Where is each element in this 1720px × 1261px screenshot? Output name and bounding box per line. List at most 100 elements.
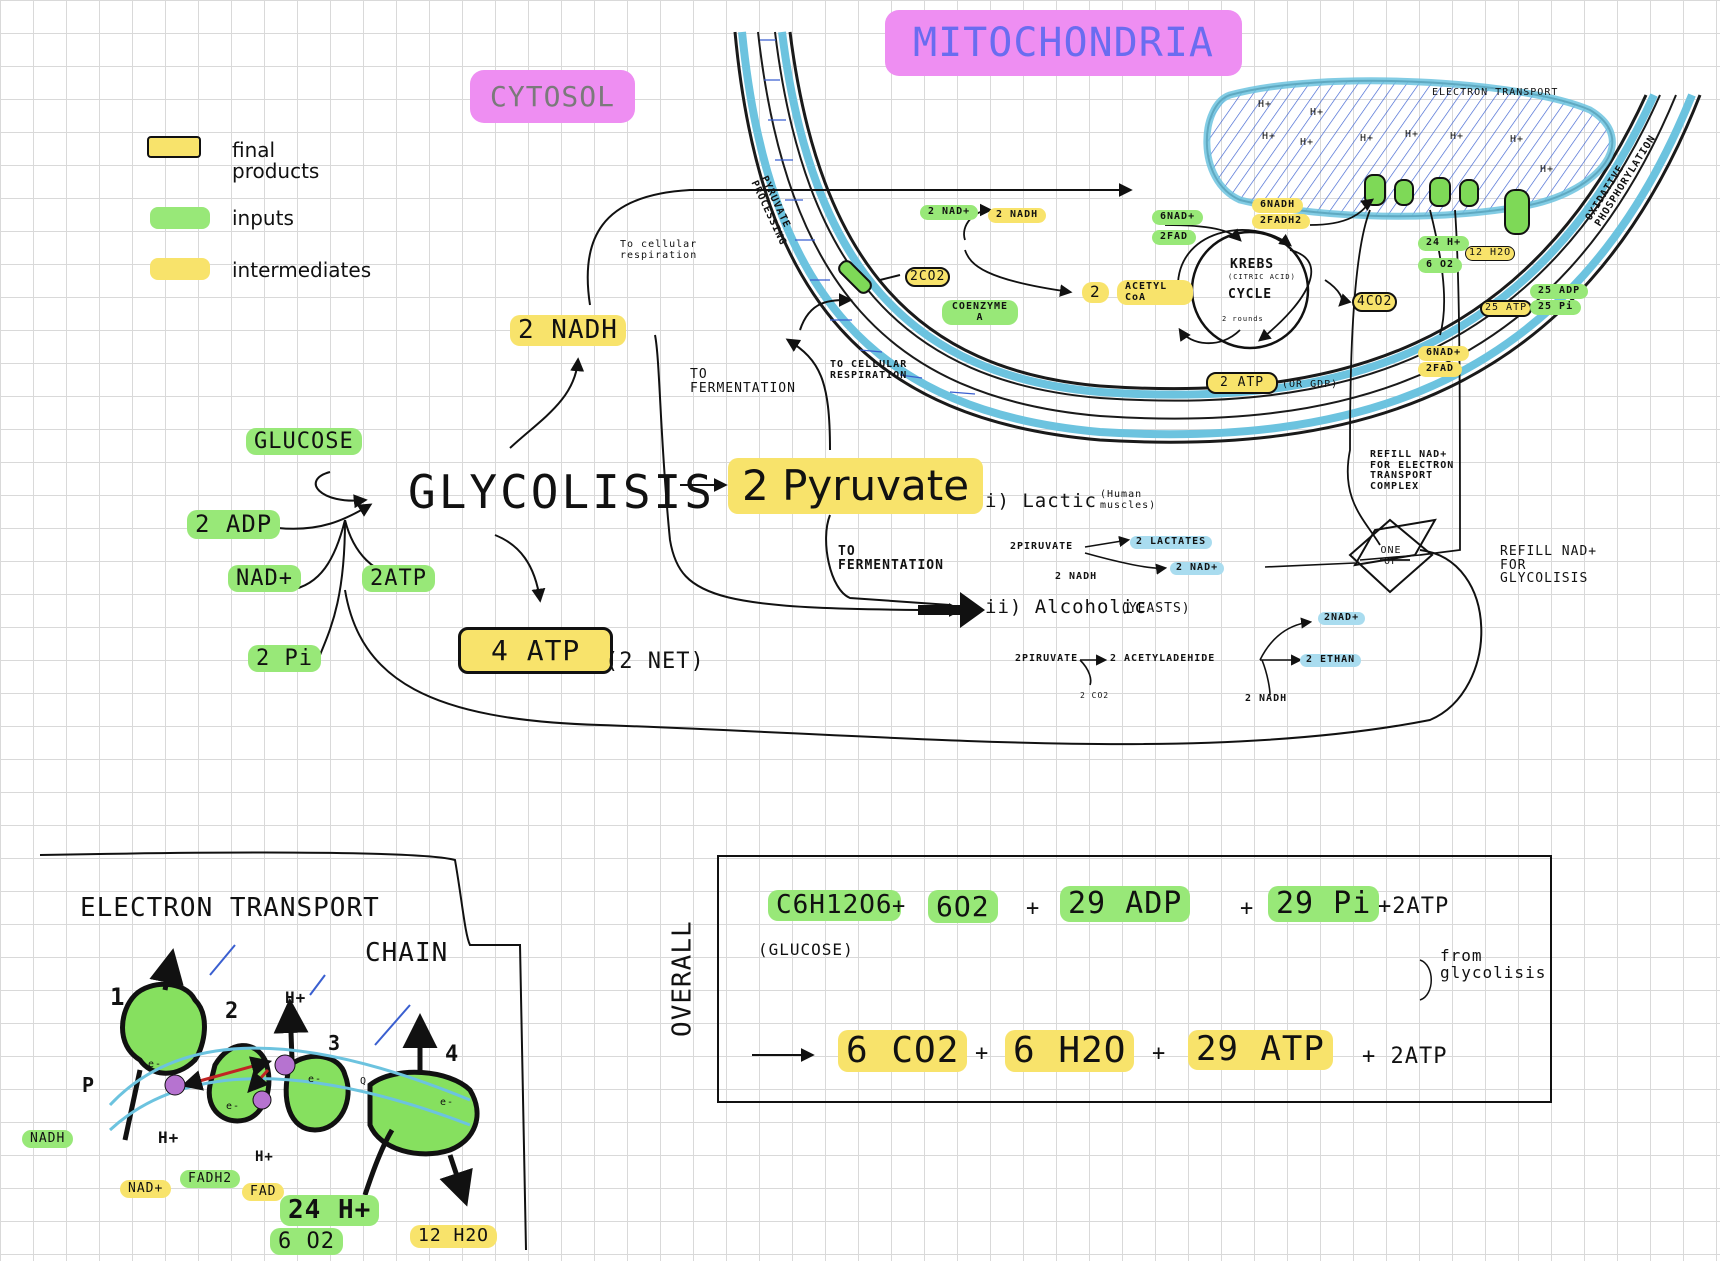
to-cellular-respiration-1: To cellular respiration — [620, 239, 698, 261]
cytosol-title: CYTOSOL — [470, 70, 636, 124]
citric-label: (CITRIC ACID) — [1228, 273, 1296, 281]
etc-title-line2: CHAIN — [365, 938, 449, 968]
complex-1-number: 1 — [110, 983, 126, 1011]
nad-6: 6NAD+ — [1152, 210, 1204, 225]
overall-box — [717, 855, 1552, 1103]
overall-label: OVERALL — [667, 920, 698, 1037]
fermentation-arrows — [1079, 518, 1437, 696]
pi-25: 25 Pi — [1530, 300, 1582, 315]
overall-atp-plus: +2ATP — [1378, 894, 1450, 919]
overall-plus-2: + — [1026, 896, 1041, 921]
legend-final-products: final products — [232, 138, 320, 183]
pi-input: 2 Pi — [248, 645, 321, 673]
atp-input: 2ATP — [362, 565, 435, 593]
overall-glucose: C6H12O6 — [768, 890, 901, 922]
etc-e-4: e- — [440, 1097, 455, 1108]
overall-atp29: 29 ATP — [1188, 1030, 1333, 1070]
hplus-4: H+ — [1300, 137, 1315, 148]
nadh-2-mito: 2 NADH — [988, 208, 1047, 223]
co2-4: 4CO2 — [1352, 292, 1398, 312]
overall-plus-4: + — [975, 1041, 990, 1066]
overall-plus-5: + — [1152, 1041, 1167, 1066]
etc-h24: 24 H+ — [280, 1195, 380, 1227]
co2-2: 2CO2 — [905, 267, 951, 287]
fadh2-2: 2FADH2 — [1252, 214, 1311, 229]
legend-swatches — [147, 136, 210, 280]
etc-h-1: H+ — [285, 988, 307, 1007]
nad-input: NAD+ — [228, 565, 301, 593]
h2o-12-mito: 12 H2O — [1465, 246, 1516, 261]
acetyl-num: 2 — [1082, 282, 1109, 303]
atp-25: 25 ATP — [1480, 300, 1533, 317]
alc-nad: 2NAD+ — [1318, 612, 1366, 625]
etc-h-2: H+ — [158, 1128, 180, 1147]
alc-nadh: 2 NADH — [1245, 693, 1288, 704]
o6-mito: 6 O2 — [1418, 258, 1463, 273]
overall-adp: 29 ADP — [1060, 886, 1191, 922]
overall-h2o: 6 H2O — [1005, 1030, 1135, 1072]
fad-2: 2FAD — [1152, 230, 1197, 245]
ethan-2: 2 ETHAN — [1300, 654, 1362, 667]
etc-fadh2: FADH2 — [180, 1170, 241, 1188]
etc-p-label: P — [82, 1073, 96, 1097]
nadh-glycolysis: 2 NADH — [510, 315, 626, 347]
overall-atp2: + 2ATP — [1362, 1044, 1448, 1069]
etc-electron-path — [180, 1056, 273, 1094]
cycle-label: CYCLE — [1228, 287, 1273, 302]
etc-e-2: e- — [226, 1101, 241, 1112]
refill-glycolysis: REFILL NAD+ FOR GLYCOLISIS — [1500, 544, 1598, 587]
hplus-3: H+ — [1262, 131, 1277, 142]
alc-co2: 2 CO2 — [1080, 691, 1110, 700]
hplus-1: H+ — [1258, 99, 1273, 110]
legend-intermediates: intermediates — [232, 258, 372, 282]
complex-2-number: 2 — [225, 999, 240, 1024]
alcoholic-pyruvate: 2PIRUVATE — [1015, 653, 1079, 664]
lactate-2: 2 LACTATES — [1130, 536, 1213, 549]
yeasts-label: (YEASTS) — [1120, 601, 1191, 616]
alcoholic-label: ii) Alcoholic — [985, 596, 1147, 618]
to-fermentation-1: TO FERMENTATION — [690, 367, 796, 396]
hplus-9: H+ — [1540, 164, 1555, 175]
etc-nad: NAD+ — [120, 1180, 172, 1198]
etc-h-3: H+ — [255, 1149, 274, 1165]
krebs-small-label: 2 rounds — [1222, 315, 1264, 323]
acetyl-coa: ACETYL CoA — [1117, 280, 1193, 305]
glycolysis-arrows — [277, 183, 1483, 746]
complex-4-number: 4 — [445, 1042, 460, 1067]
from-glycolysis-brace — [1419, 959, 1432, 1001]
legend-inputs: inputs — [232, 206, 294, 230]
lactic-nad: 2 NAD+ — [1170, 562, 1225, 575]
hplus-2: H+ — [1310, 107, 1325, 118]
overall-co2: 6 CO2 — [838, 1030, 968, 1072]
atp-output: 4 ATP — [458, 627, 614, 675]
etc-q-label: Q — [360, 1076, 368, 1087]
membrane-proteins — [838, 174, 1530, 294]
fermentation-big-arrow — [918, 592, 985, 628]
etc-box-outline — [39, 851, 527, 1251]
hplus-8: H+ — [1510, 134, 1525, 145]
refill-etc: REFILL NAD+ FOR ELECTRON TRANSPORT COMPL… — [1370, 449, 1455, 492]
h24-mito: 24 H+ — [1418, 236, 1470, 251]
overall-o2: 6O2 — [928, 890, 998, 924]
etc-blue-strokes — [209, 944, 411, 1046]
to-fermentation-2: TO FERMENTATION — [838, 544, 944, 573]
etc-h2o: 12 H2O — [410, 1225, 498, 1248]
nad-6b: 6NAD+ — [1418, 346, 1470, 361]
glucose-label: GLUCOSE — [246, 428, 362, 456]
hplus-7: H+ — [1450, 131, 1465, 142]
human-muscles: (Human muscles) — [1100, 489, 1157, 511]
acetyladehide: 2 ACETYLADEHIDE — [1110, 653, 1216, 664]
lactic-nadh: 2 NADH — [1055, 571, 1098, 582]
nad-2-mito: 2 NAD+ — [920, 205, 979, 220]
overall-glucose-note: (GLUCOSE) — [758, 940, 854, 959]
one-of-label: ONE OF — [1380, 545, 1402, 567]
etc-e-1: e- — [148, 1059, 163, 1070]
one-of-diamond — [1348, 518, 1434, 594]
glycolysis-title: GLYCOLISIS — [408, 465, 715, 519]
or-gdp: (OR GDP) — [1282, 379, 1339, 390]
coenzyme-a: COENZYME A — [942, 300, 1018, 325]
krebs-label: KREBS — [1230, 257, 1275, 272]
complex-3-number: 3 — [328, 1031, 342, 1055]
